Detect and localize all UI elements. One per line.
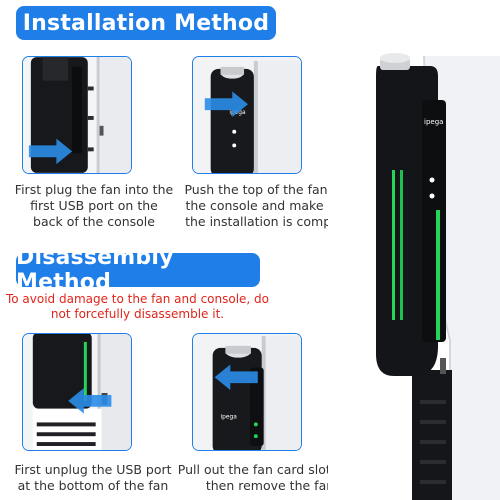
install-step-2-caption: Push the top of the fan into the console… (184, 182, 356, 229)
install-step-2-image: ipega (192, 56, 302, 174)
arrow-left-icon (214, 364, 258, 391)
brand-logo: ipega (220, 415, 237, 421)
led-strip (400, 170, 403, 320)
arrow-right-icon (204, 91, 248, 117)
fan-icon (232, 129, 237, 148)
arrow-left-icon (68, 388, 112, 414)
install-step-1-image (22, 56, 132, 174)
install-step-1-illustration (23, 57, 131, 173)
arrow-right-icon (28, 138, 73, 165)
fan-icon (429, 177, 435, 199)
disassembly-step-2-illustration: ipega (193, 334, 301, 450)
product-hero-illustration: ipega (328, 40, 500, 500)
disassembly-warning: To avoid damage to the fan and console, … (5, 292, 270, 321)
disassembly-step-2-image: ipega (192, 333, 302, 451)
install-step-1-caption: First plug the fan into the first USB po… (14, 182, 174, 229)
fan-icon (253, 422, 258, 439)
disassembly-step-2-caption: Pull out the fan card slot, and then rem… (177, 462, 363, 493)
installation-method-title: Installation Method (22, 10, 270, 36)
led-strip (392, 170, 395, 320)
led-strip (436, 210, 440, 340)
installation-method-banner: Installation Method (16, 6, 276, 40)
disassembly-step-1-illustration (23, 334, 131, 450)
disassembly-method-title: Disassembly Method (16, 245, 174, 295)
brand-logo: ipega (424, 118, 443, 126)
disassembly-method-banner: Disassembly Method (16, 245, 260, 295)
product-hero-image: ipega (328, 40, 500, 500)
brand-logo: ipega (229, 110, 246, 116)
disassembly-step-1-caption: First unplug the USB port at the bottom … (14, 462, 172, 493)
disassembly-step-1-image (22, 333, 132, 451)
install-step-2-illustration: ipega (193, 57, 301, 173)
